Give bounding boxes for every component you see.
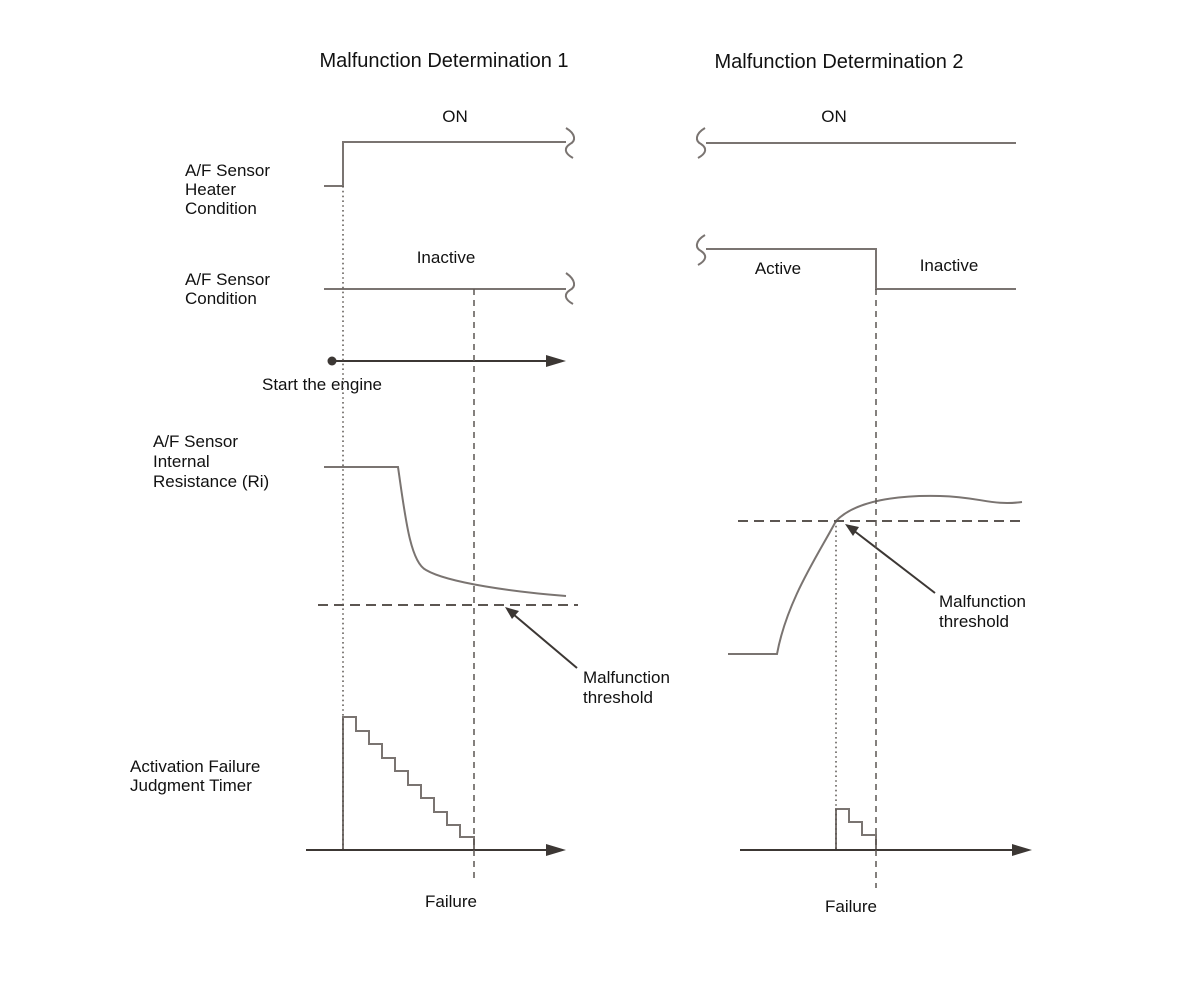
panel-2-threshold-label: Malfunction threshold — [939, 592, 1031, 631]
panel-1-threshold-pointer-arrowhead — [505, 607, 519, 619]
panel-2-sensor-state-inactive: Inactive — [920, 256, 979, 275]
panel-2-threshold-pointer — [852, 529, 936, 594]
panel-2-threshold-label-line-1: Malfunction — [939, 592, 1026, 611]
row-label-sensor-line-2: Condition — [185, 289, 257, 308]
row-label-heater: A/F Sensor Heater Condition — [185, 161, 275, 218]
panel-1-heater-trace — [324, 141, 566, 187]
panel-1-heater-break-icon — [564, 127, 576, 159]
panel-2-resistance-trace — [728, 494, 1023, 655]
panel-2-title: Malfunction Determination 2 — [714, 51, 963, 73]
panel-2-threshold-pointer-arrowhead — [845, 524, 859, 536]
panel-1-time-axis-arrowhead — [546, 844, 566, 856]
panel-1-sensor-break-icon — [564, 272, 576, 305]
panel-1-threshold-label-line-1: Malfunction — [583, 668, 670, 687]
panel-2-heater-state: ON — [821, 107, 847, 126]
panel-2-time-axis-arrowhead — [1012, 844, 1032, 856]
panel-1-threshold-pointer — [512, 613, 578, 669]
panel-1-start-arrowhead — [546, 355, 566, 367]
row-label-timer: Activation Failure Judgment Timer — [130, 757, 265, 795]
panel-2: Malfunction Determination 2 ON Active In… — [695, 51, 1032, 916]
panel-1-heater-state: ON — [442, 107, 468, 126]
panel-1-start-label: Start the engine — [262, 375, 382, 394]
panel-2-timer-trace — [835, 808, 877, 849]
panel-1: Malfunction Determination 1 ON Inactive … — [262, 50, 675, 911]
row-label-heater-line-1: A/F Sensor — [185, 161, 270, 180]
row-label-timer-line-2: Judgment Timer — [130, 776, 252, 795]
panel-2-sensor-trace — [706, 248, 1016, 290]
panel-2-heater-break-icon — [695, 127, 707, 159]
row-label-heater-line-3: Condition — [185, 199, 257, 218]
row-label-resistance-line-1: A/F Sensor — [153, 432, 238, 451]
panel-1-sensor-state: Inactive — [417, 248, 476, 267]
row-label-heater-line-2: Heater — [185, 180, 236, 199]
row-label-sensor: A/F Sensor Condition — [185, 270, 275, 308]
panel-2-sensor-break-icon — [695, 234, 707, 266]
panel-1-title: Malfunction Determination 1 — [319, 50, 568, 72]
panel-1-threshold-label: Malfunction threshold — [583, 668, 675, 707]
row-label-resistance-line-2: Internal — [153, 452, 210, 471]
panel-2-sensor-state-active: Active — [755, 259, 801, 278]
panel-1-failure-label: Failure — [425, 892, 477, 911]
panel-2-threshold-label-line-2: threshold — [939, 612, 1009, 631]
row-label-resistance-line-3: Resistance (Ri) — [153, 472, 269, 491]
panel-1-timer-trace — [342, 716, 475, 849]
row-label-resistance: A/F Sensor Internal Resistance (Ri) — [153, 432, 269, 491]
panel-1-resistance-trace — [324, 466, 567, 597]
row-label-timer-line-1: Activation Failure — [130, 757, 260, 776]
row-label-sensor-line-1: A/F Sensor — [185, 270, 270, 289]
panel-2-failure-label: Failure — [825, 897, 877, 916]
panel-1-threshold-label-line-2: threshold — [583, 688, 653, 707]
